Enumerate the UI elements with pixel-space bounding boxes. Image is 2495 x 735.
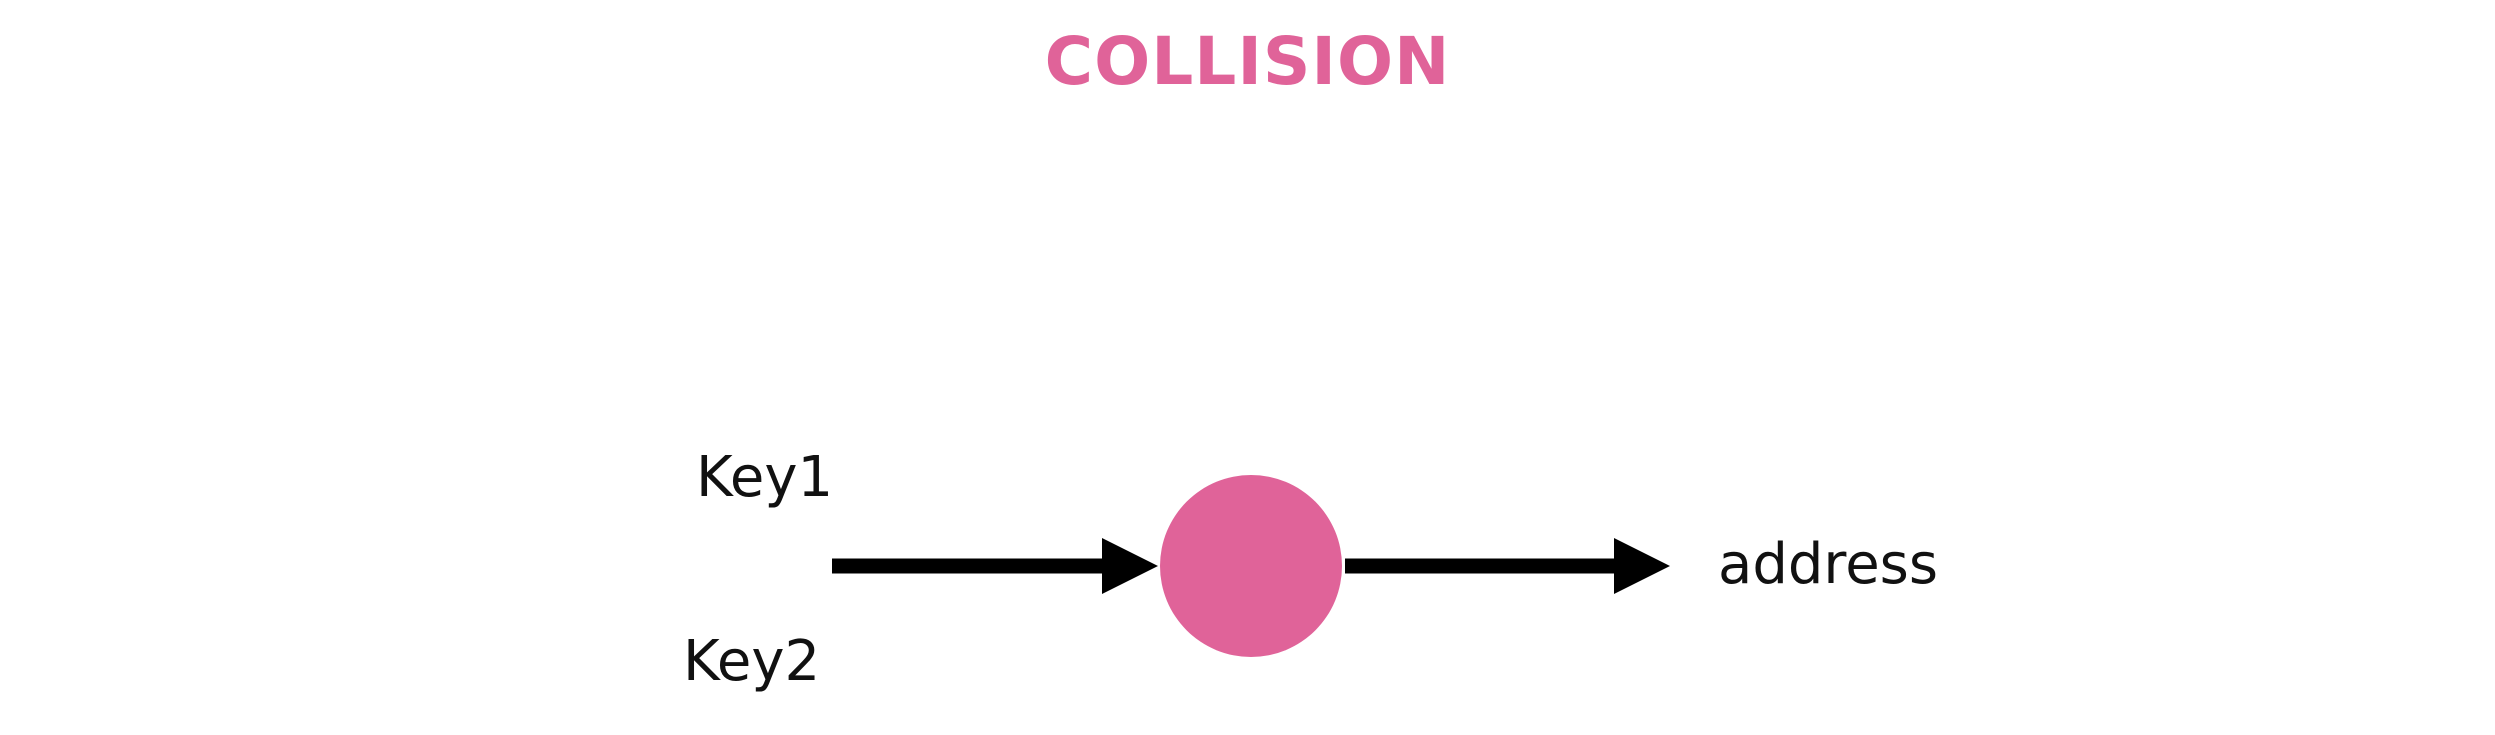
diagram-title: COLLISION (1044, 23, 1451, 100)
input-label-key1: Key1 (696, 445, 834, 510)
input-label-key2: Key2 (683, 629, 821, 694)
hash-function-node (1160, 475, 1342, 657)
input-arrow-head (1102, 538, 1158, 594)
output-arrow-head (1614, 538, 1670, 594)
output-label-address: address (1718, 532, 1939, 597)
